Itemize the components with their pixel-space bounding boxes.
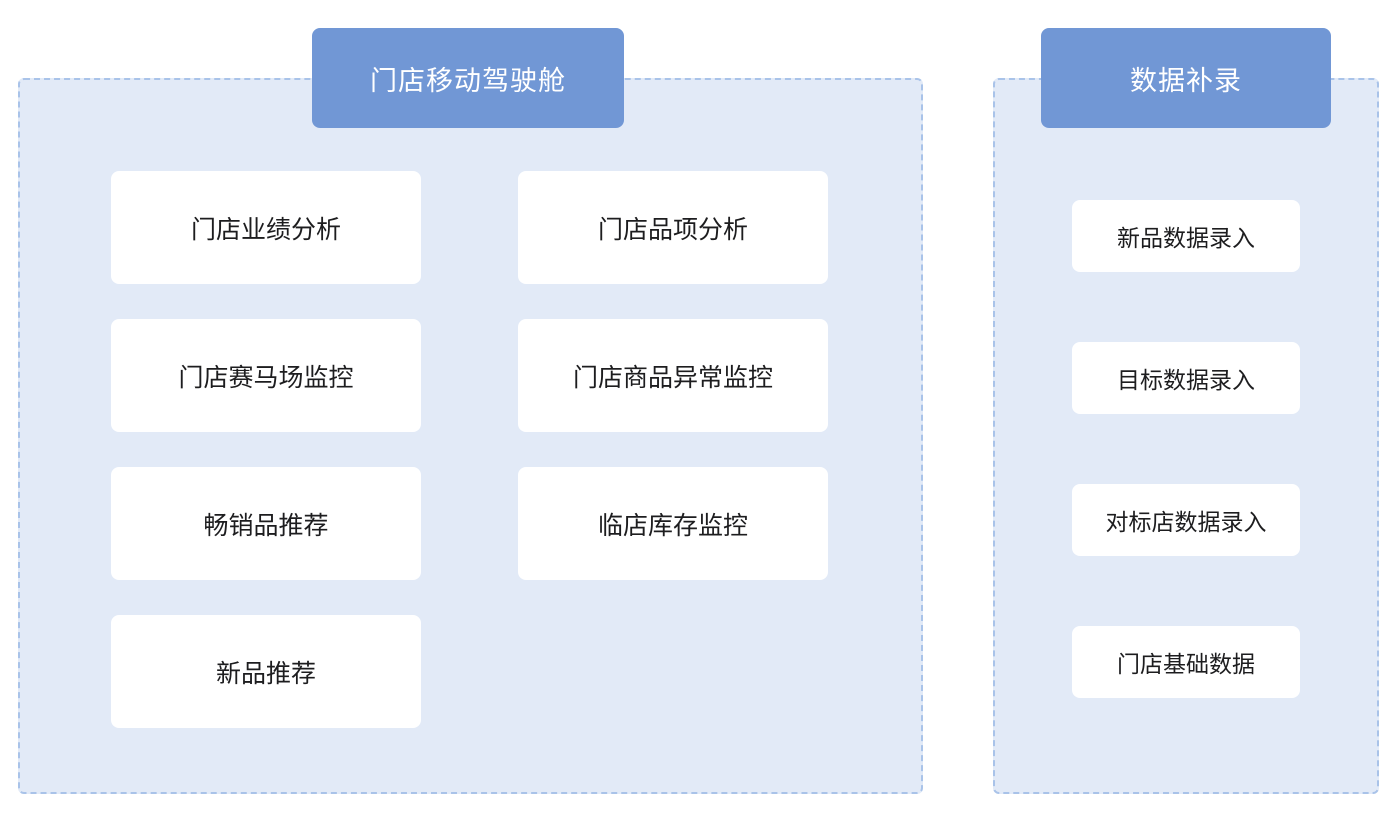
card-store-category-analysis[interactable]: 门店品项分析 — [518, 171, 828, 284]
card-store-product-anomaly-monitoring[interactable]: 门店商品异常监控 — [518, 319, 828, 432]
card-bestseller-recommendation[interactable]: 畅销品推荐 — [111, 467, 421, 580]
card-target-data-entry[interactable]: 目标数据录入 — [1072, 342, 1300, 414]
card-store-racecourse-monitoring[interactable]: 门店赛马场监控 — [111, 319, 421, 432]
card-new-product-data-entry[interactable]: 新品数据录入 — [1072, 200, 1300, 272]
panel-header-data-supplement: 数据补录 — [1041, 28, 1331, 128]
card-new-product-recommendation[interactable]: 新品推荐 — [111, 615, 421, 728]
panel-header-store-mobile-cockpit: 门店移动驾驶舱 — [312, 28, 624, 128]
card-grid-store-mobile-cockpit: 门店业绩分析 门店品项分析 门店赛马场监控 门店商品异常监控 畅销品推荐 临店库… — [111, 171, 828, 728]
card-benchmark-store-data-entry[interactable]: 对标店数据录入 — [1072, 484, 1300, 556]
card-grid-data-supplement: 新品数据录入 目标数据录入 对标店数据录入 门店基础数据 — [1072, 200, 1300, 698]
card-slot-empty — [518, 615, 828, 728]
card-store-performance-analysis[interactable]: 门店业绩分析 — [111, 171, 421, 284]
card-store-basic-data[interactable]: 门店基础数据 — [1072, 626, 1300, 698]
card-nearby-store-inventory-monitoring[interactable]: 临店库存监控 — [518, 467, 828, 580]
